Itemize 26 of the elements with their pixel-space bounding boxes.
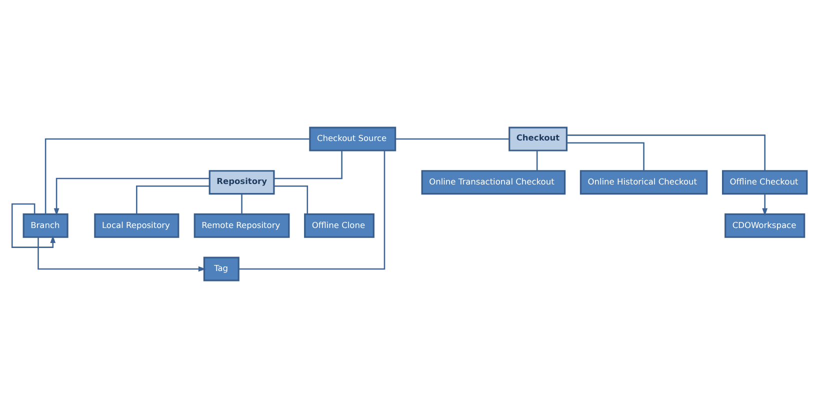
node-box: Repository	[208, 170, 275, 194]
connector	[274, 185, 308, 214]
connector	[241, 193, 242, 214]
node-box: Offline Clone	[304, 212, 374, 238]
arrow	[54, 177, 210, 216]
connector	[136, 185, 210, 214]
node-box: Tag	[203, 256, 240, 281]
connector	[566, 134, 766, 170]
connector	[274, 150, 342, 179]
connector	[566, 142, 644, 170]
arrow	[38, 236, 206, 272]
node-box: Offline Checkout	[722, 170, 808, 194]
node-box: Online Historical Checkout	[580, 170, 708, 194]
node-box: CDOWorkspace	[724, 212, 806, 238]
connector	[238, 150, 386, 270]
connector	[536, 150, 538, 170]
arrow	[11, 202, 56, 248]
node-box: Local Repository	[94, 212, 180, 238]
node-box: Branch	[22, 212, 68, 238]
arrow	[762, 193, 768, 216]
node-box: Remote Repository	[194, 212, 290, 238]
node-box: Online Transactional Checkout	[421, 170, 566, 194]
connector	[395, 138, 510, 140]
node-box: Checkout	[508, 126, 568, 151]
node-box: Checkout Source	[309, 126, 396, 151]
connector	[44, 138, 310, 214]
